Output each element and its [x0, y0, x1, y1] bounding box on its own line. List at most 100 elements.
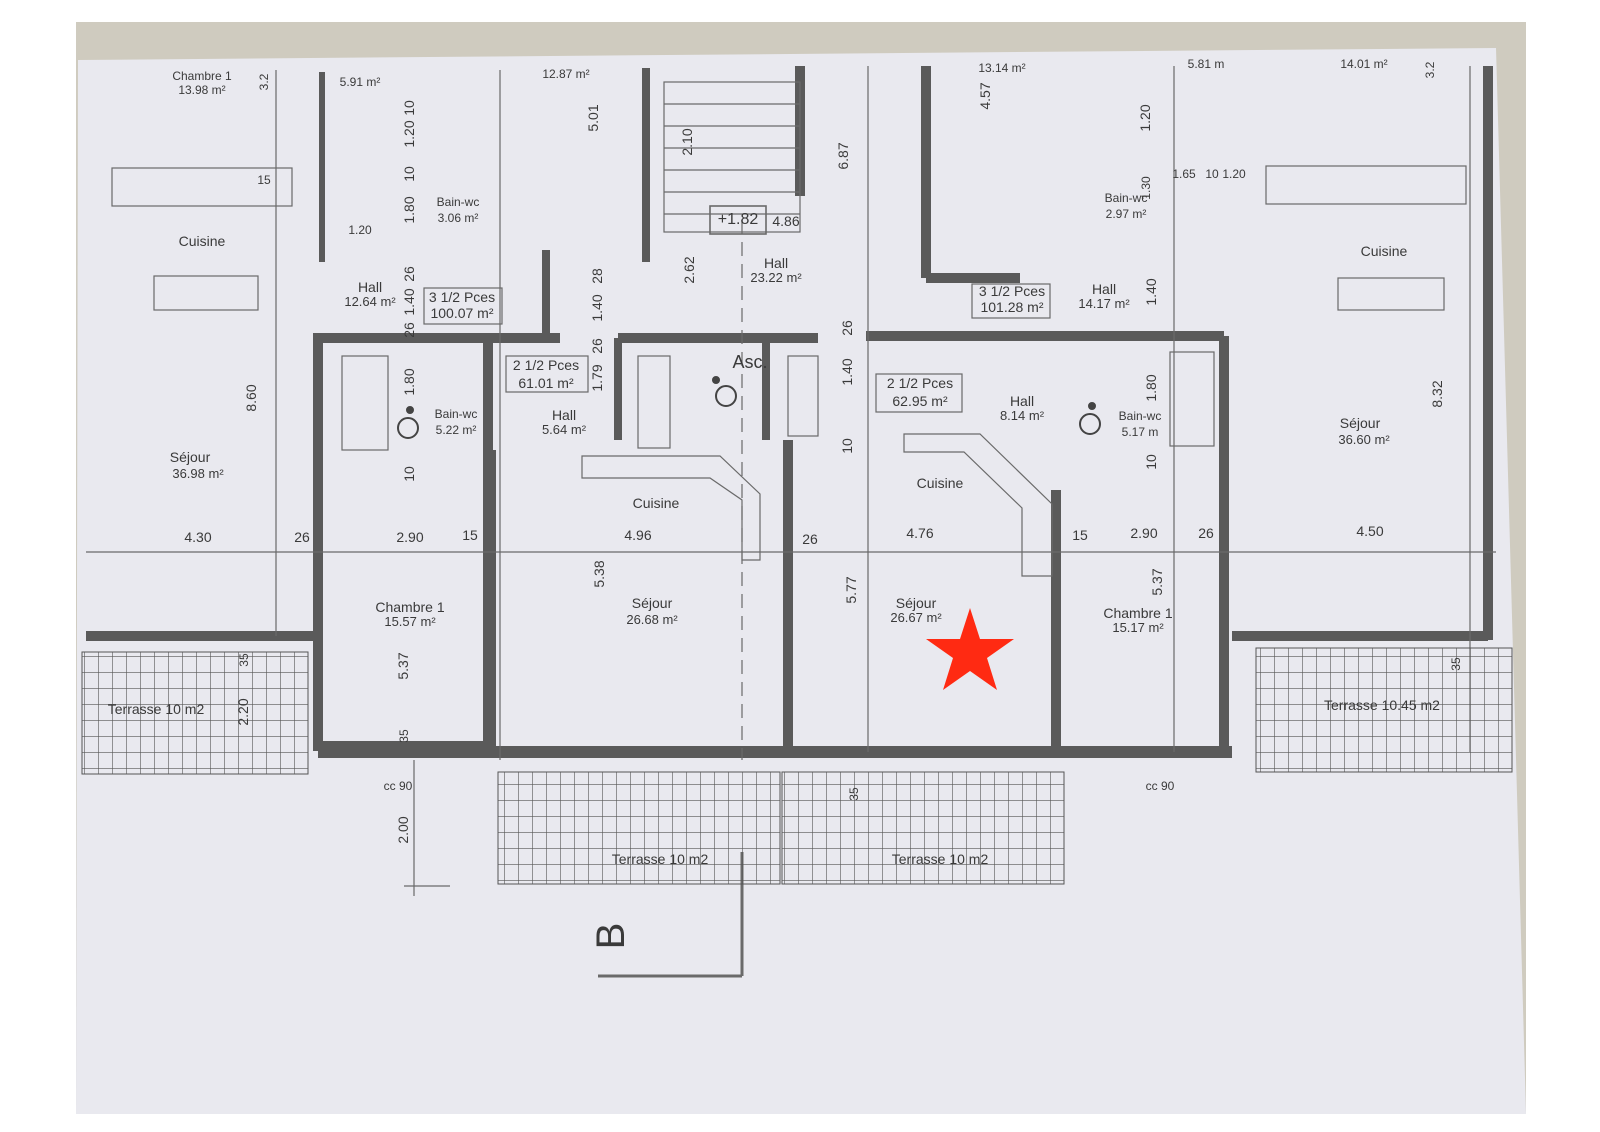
dim: 2.62 — [681, 256, 697, 283]
label: 5.64 m² — [542, 422, 587, 437]
dim: 4.86 — [772, 213, 799, 229]
dim: 5.37 — [395, 652, 411, 679]
dim: 35 — [847, 787, 861, 801]
label: Bain-wc — [435, 407, 478, 421]
label: Hall — [552, 407, 576, 423]
terrace-left — [81, 651, 309, 775]
left-cuisine-counter — [111, 167, 293, 207]
mr-bath — [1169, 351, 1215, 447]
dim: 26 — [294, 529, 310, 545]
dim: 15 — [462, 527, 478, 543]
label: Chambre 1 — [1103, 605, 1172, 621]
left-cuisine-island — [153, 275, 259, 311]
label: 2 1/2 Pces — [887, 375, 953, 391]
accessibility-icon — [712, 376, 737, 407]
label: Terrasse 10.45 m2 — [1324, 697, 1440, 713]
vertical-dimension-labels: 5.01 2.10 6.87 4.57 1.20 10 1.80 10 1.20… — [235, 61, 1463, 843]
dim: 2.90 — [1130, 525, 1157, 541]
mr-cuisine-counter — [903, 433, 1053, 577]
right-cuisine-island — [1337, 277, 1445, 311]
dim: 1.20 — [348, 223, 372, 237]
label: 12.64 m² — [344, 294, 396, 309]
label: Terrasse 10 m2 — [612, 851, 709, 867]
star-marker — [926, 608, 1014, 690]
right-cuisine-counter — [1265, 165, 1467, 205]
dim: 1.20 — [401, 120, 417, 147]
dim: 1.40 — [589, 294, 605, 321]
dim: 4.76 — [906, 525, 933, 541]
mr-unit-box — [875, 373, 963, 413]
dim: 28 — [589, 268, 605, 284]
dim: 35 — [397, 729, 411, 743]
label: Cuisine — [1361, 243, 1408, 259]
label: 3.06 m² — [438, 211, 479, 225]
ml-cuisine-counter — [581, 455, 761, 561]
label: 3 1/2 Pces — [429, 289, 495, 305]
walls — [86, 66, 1493, 758]
label: 14.17 m² — [1078, 296, 1130, 311]
dim: 1.65 — [1172, 167, 1196, 181]
dimension-labels: 4.30 26 2.90 15 4.96 26 4.76 15 2.90 26 … — [184, 167, 1383, 793]
ml-bath — [341, 355, 389, 451]
label: 3 1/2 Pces — [979, 283, 1045, 299]
label: Chambre 1 — [375, 599, 444, 615]
dim: 15 — [257, 173, 271, 187]
label: 15.57 m² — [384, 614, 436, 629]
terrace-bottom-right — [781, 771, 1065, 885]
ml-unit-box — [505, 355, 589, 393]
dim: 26 — [802, 531, 818, 547]
label: 15.17 m² — [1112, 620, 1164, 635]
dim: 1.30 — [1139, 176, 1153, 200]
dim: 3.2 — [257, 73, 271, 90]
dim: 1.20 — [1137, 104, 1153, 131]
room-labels: Chambre 1 13.98 m² 5.91 m² 12.87 m² 13.1… — [108, 57, 1440, 949]
label: 26.67 m² — [890, 610, 942, 625]
label: Hall — [764, 255, 788, 271]
label: Cuisine — [179, 233, 226, 249]
label: Séjour — [1340, 415, 1381, 431]
terrace-right — [1255, 647, 1513, 773]
label: 12.87 m² — [542, 67, 589, 81]
dim: 10 — [401, 100, 417, 116]
dim: 3.2 — [1423, 61, 1437, 78]
label: 14.01 m² — [1340, 57, 1387, 71]
terrace-bottom-left — [497, 771, 781, 885]
dim: 10 — [401, 166, 417, 182]
label: 13.14 m² — [978, 61, 1025, 75]
label: 36.98 m² — [172, 466, 224, 481]
stair-level: +1.82 — [718, 211, 759, 228]
label: 5.17 m — [1122, 425, 1159, 439]
label: Hall — [1092, 281, 1116, 297]
label: Hall — [1010, 393, 1034, 409]
dim: 1.40 — [839, 358, 855, 385]
dim: 1.40 — [1143, 278, 1159, 305]
l-unit-box — [423, 287, 503, 325]
dim: 26 — [839, 320, 855, 336]
dim: 4.57 — [977, 82, 993, 109]
dim: 26 — [401, 266, 417, 282]
dim: 1.80 — [401, 196, 417, 223]
dim: 4.96 — [624, 527, 651, 543]
dim: 10 — [1143, 454, 1159, 470]
label: 23.22 m² — [750, 270, 802, 285]
dim: 1.79 — [589, 364, 605, 391]
dim: cc 90 — [384, 779, 413, 793]
dim: 5.37 — [1149, 568, 1165, 595]
label: 5.81 m — [1188, 57, 1225, 71]
section-marker: B — [589, 923, 633, 950]
label: Cuisine — [917, 475, 964, 491]
dim: 35 — [237, 653, 251, 667]
label: 61.01 m² — [518, 375, 574, 391]
mr-shaft — [787, 355, 819, 437]
label: Chambre 1 — [172, 69, 232, 83]
dim: 2.10 — [679, 128, 695, 155]
r-unit-box — [971, 283, 1051, 319]
label: Séjour — [170, 449, 211, 465]
dim: 5.01 — [585, 104, 601, 131]
dim: 8.32 — [1429, 380, 1445, 407]
dim: 10 — [401, 466, 417, 482]
label: 62.95 m² — [892, 393, 948, 409]
dim: 10 — [1205, 167, 1219, 181]
thin-lines — [86, 66, 1496, 978]
